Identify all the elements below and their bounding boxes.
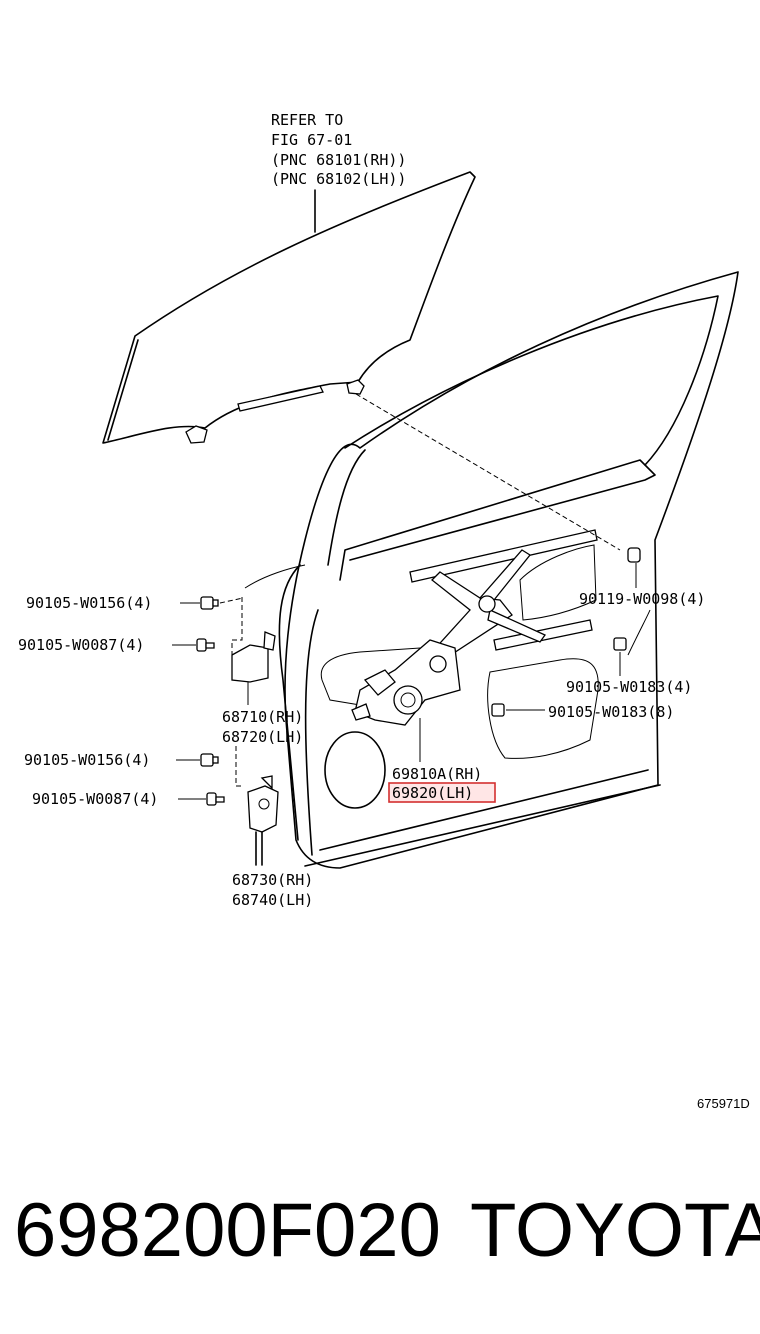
door-glass[interactable] [102, 171, 476, 444]
callout-label[interactable]: 68730(RH) [232, 871, 313, 889]
bolt-icon[interactable] [613, 637, 627, 651]
callout-label[interactable]: 90105-W0183(8) [548, 703, 674, 721]
bolt-icon[interactable] [206, 792, 225, 806]
dash-glass-to-bolt [355, 393, 621, 551]
brand-name: TOYOTA [470, 1188, 760, 1273]
callout-label[interactable]: 68720(LH) [222, 728, 303, 746]
callout-label[interactable]: 90105-W0183(4) [566, 678, 692, 696]
glass-ref-label: FIG 67-01 [271, 131, 352, 149]
bolt-icon[interactable] [200, 596, 219, 610]
dash-w0156-upper [219, 597, 244, 604]
callout-label[interactable]: 90105-W0087(4) [18, 636, 144, 654]
window-regulator[interactable] [351, 529, 598, 726]
bolt-icon[interactable] [627, 547, 641, 563]
callout-label[interactable]: 90119-W0098(4) [579, 590, 705, 608]
door-frame [244, 271, 739, 869]
glass-ref-label: (PNC 68101(RH)) [271, 151, 406, 169]
glass-ref-label: (PNC 68102(LH)) [271, 170, 406, 188]
callout-label[interactable]: 68740(LH) [232, 891, 313, 909]
leader-w0183-4 [619, 609, 651, 676]
part-number: 698200F020 [14, 1188, 441, 1273]
bolt-icon[interactable] [491, 703, 505, 717]
bolt-icon[interactable] [200, 753, 219, 767]
lower-hinge[interactable] [247, 775, 279, 866]
bolt-icon[interactable] [196, 638, 215, 652]
callout-label[interactable]: 90105-W0156(4) [24, 751, 150, 769]
figure-code: 675971D [697, 1096, 750, 1111]
callout-label[interactable]: 69810A(RH) [392, 765, 482, 783]
callout-label[interactable]: 68710(RH) [222, 708, 303, 726]
upper-hinge[interactable] [231, 597, 276, 705]
glass-ref-label: REFER TO [271, 111, 343, 129]
callout-label[interactable]: 90105-W0156(4) [26, 594, 152, 612]
highlight-box [388, 782, 496, 803]
dash-w0156-lower [235, 746, 244, 787]
callout-label[interactable]: 90105-W0087(4) [32, 790, 158, 808]
highlighted-part-label[interactable]: 69820(LH) [392, 784, 473, 802]
